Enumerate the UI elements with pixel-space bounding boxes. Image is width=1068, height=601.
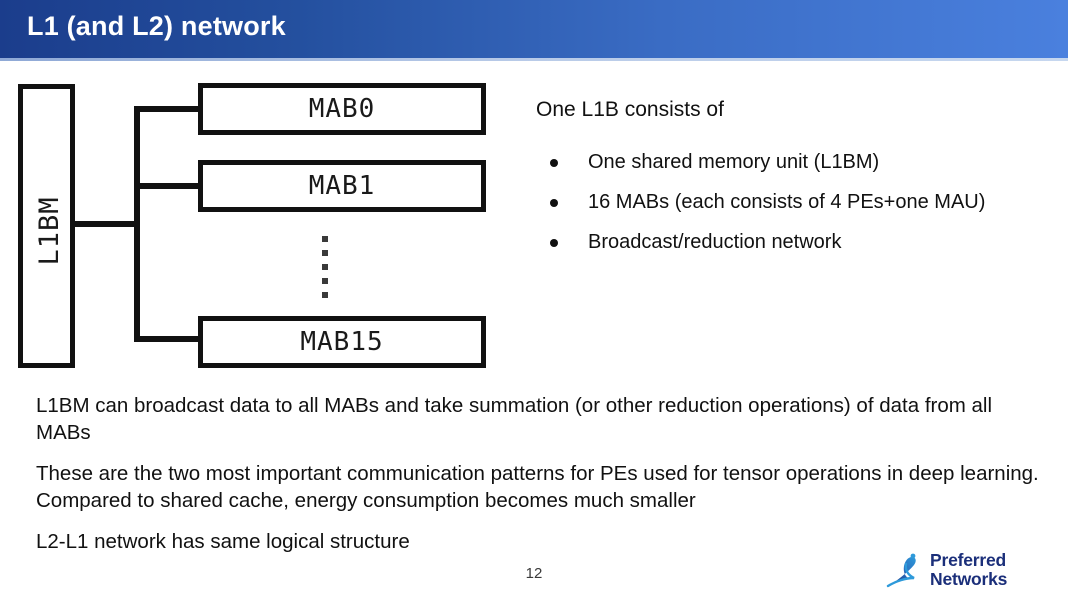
title-underline: [0, 58, 1068, 61]
preferred-networks-logo: Preferred Networks: [886, 551, 1054, 591]
page-title: L1 (and L2) network: [27, 11, 286, 41]
list-item-label: 16 MABs (each consists of 4 PEs+one MAU): [588, 191, 986, 213]
logo-line-2: Networks: [930, 569, 1008, 589]
preferred-networks-wordmark: Preferred Networks: [930, 551, 1007, 589]
list-item-label: One shared memory unit (L1BM): [588, 151, 880, 173]
list-item-label: Broadcast/reduction network: [588, 231, 842, 253]
logo-line-1: Preferred: [930, 550, 1007, 570]
wire-bus-to-mab15: [134, 336, 200, 342]
bullet-icon: [550, 159, 558, 167]
slide-title-bar: L1 (and L2) network: [0, 0, 1068, 58]
l1bm-block: L1BM: [18, 84, 75, 368]
l1b-composition-block: One L1B consists of One shared memory un…: [536, 96, 1036, 262]
wire-bus-to-mab1: [134, 183, 200, 189]
l1b-composition-heading: One L1B consists of: [536, 98, 724, 121]
wire-l1bm-to-bus: [72, 221, 138, 227]
l1-network-diagram: L1BM MAB0 MAB1 MAB15: [0, 0, 520, 390]
preferred-networks-logo-icon: [886, 553, 916, 588]
mab15-block-label: MAB15: [300, 327, 384, 357]
l1bm-block-label: L1BM: [34, 196, 65, 266]
broadcast-bus-line: [134, 106, 140, 342]
list-item: One shared memory unit (L1BM): [536, 142, 1036, 182]
list-item: 16 MABs (each consists of 4 PEs+one MAU): [536, 182, 1036, 222]
mab1-block-label: MAB1: [308, 171, 376, 201]
vertical-ellipsis-icon: [322, 236, 330, 298]
bullet-icon: [550, 199, 558, 207]
body-paragraph: These are the two most important communi…: [36, 462, 1039, 512]
list-item: Broadcast/reduction network: [536, 222, 1036, 262]
page-number: 12: [525, 565, 543, 582]
l1b-composition-list: One shared memory unit (L1BM) 16 MABs (e…: [536, 142, 1036, 262]
mab0-block-label: MAB0: [308, 94, 376, 124]
body-paragraph: L2-L1 network has same logical structure: [36, 530, 410, 553]
mab1-block: MAB1: [198, 160, 486, 212]
mab15-block: MAB15: [198, 316, 486, 368]
bullet-icon: [550, 239, 558, 247]
slide-body-text: L1BM can broadcast data to all MABs and …: [36, 392, 1046, 569]
mab0-block: MAB0: [198, 83, 486, 135]
wire-bus-to-mab0: [134, 106, 200, 112]
body-paragraph: L1BM can broadcast data to all MABs and …: [36, 394, 993, 444]
